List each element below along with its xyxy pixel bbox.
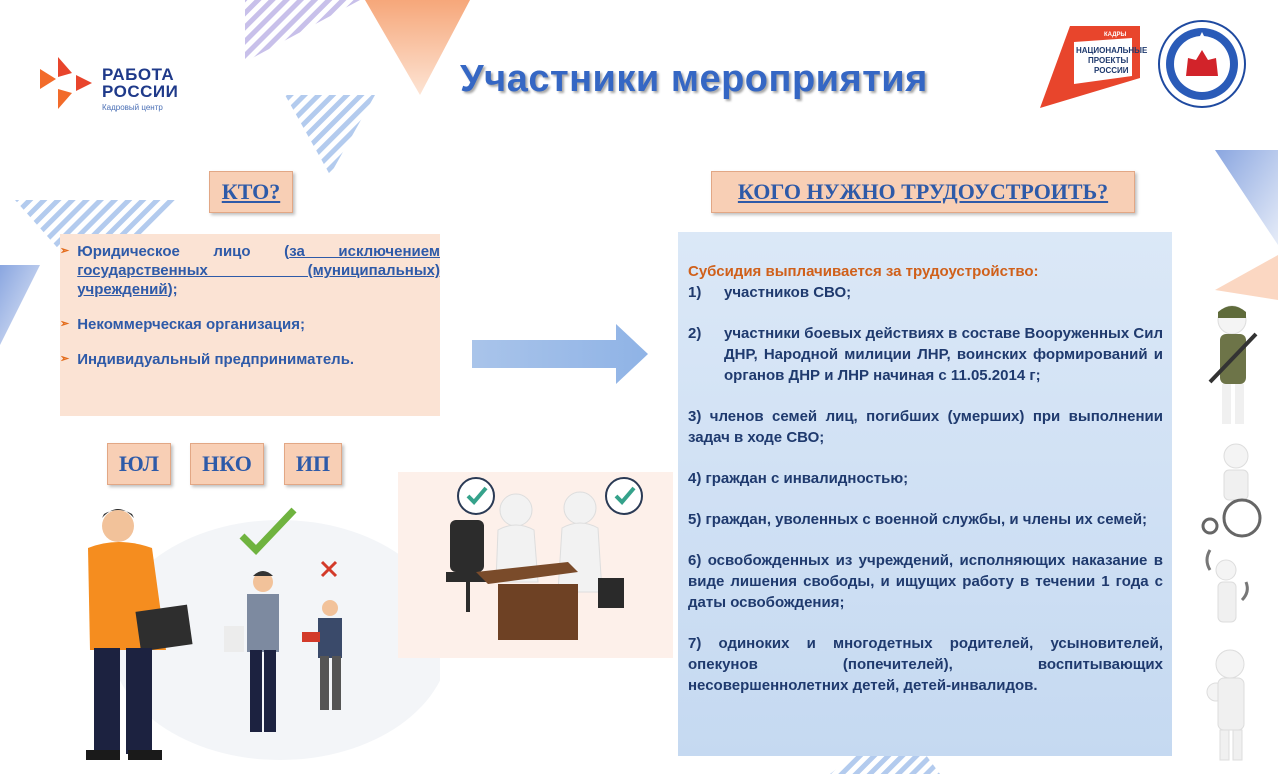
list-item: 5) граждан, уволенных с военной службы, …	[688, 511, 1148, 528]
national-projects-badge: КАДРЫ НАЦИОНАЛЬНЫЕ ПРОЕКТЫ РОССИИ	[1040, 26, 1147, 108]
list-item: 2)участники боевых действиях в составе В…	[688, 325, 1163, 384]
logo-arrows-icon	[40, 57, 92, 109]
whom-to-employ-heading: КОГО НУЖНО ТРУДОУСТРОИТЬ?	[711, 171, 1135, 213]
subsidy-lead: Субсидия выплачивается за трудоустройств…	[688, 263, 1039, 280]
badge-line1: НАЦИОНАЛЬНЫЕ	[1076, 46, 1148, 55]
freed-figure-icon	[1205, 549, 1249, 623]
badge-line2: ПРОЕКТЫ	[1088, 56, 1129, 65]
wheelchair-figure-icon	[1201, 443, 1262, 538]
list-item: 4) граждан с инвалидностью;	[688, 470, 909, 487]
arrow-bullet-icon: ➢	[60, 353, 70, 365]
list-item: ➢ Индивидуальный предприниматель.	[60, 351, 355, 368]
list-item: ➢ Юридическое лицо (за исключением госуд…	[60, 243, 440, 298]
soldier-figure-icon	[1208, 305, 1258, 424]
rabota-rossii-logo: РАБОТА РОССИИ Кадровый центр	[36, 55, 196, 115]
side-figures	[1180, 300, 1280, 770]
logo-subtitle: Кадровый центр	[102, 103, 163, 112]
logo-line2: РОССИИ	[102, 82, 179, 101]
who-panel: ➢ Юридическое лицо (за исключением госуд…	[60, 234, 440, 416]
whom-panel: Субсидия выплачивается за трудоустройств…	[678, 232, 1172, 756]
arrow-bullet-icon: ➢	[60, 318, 70, 330]
employer-illustration	[70, 500, 450, 770]
badge-line3: РОССИИ	[1094, 66, 1129, 75]
tag-yul: ЮЛ	[107, 443, 171, 485]
arrow-bullet-icon: ➢	[60, 245, 70, 257]
handshake-illustration	[398, 472, 673, 658]
list-item: 3) членов семей лиц, погибших (умерших) …	[688, 408, 1163, 446]
badge-top-label: КАДРЫ	[1104, 32, 1127, 38]
who-heading: КТО?	[209, 171, 293, 213]
tag-nko: НКО	[190, 443, 264, 485]
tag-ip: ИП	[284, 443, 342, 485]
right-arrow-icon	[472, 324, 648, 384]
list-item: 7) одиноких и многодетных родителей, усы…	[688, 635, 1163, 694]
coat-of-arms-emblem	[1158, 20, 1246, 108]
logo-line1: РАБОТА	[102, 65, 175, 84]
page-title: Участники мероприятия	[460, 58, 928, 100]
list-item: ➢ Некоммерческая организация;	[60, 316, 305, 333]
list-item: 6) освобожденных из учреждений, исполняю…	[688, 552, 1163, 611]
parent-figure-icon	[1206, 649, 1245, 761]
list-item: 1)участников СВО;	[688, 284, 852, 301]
